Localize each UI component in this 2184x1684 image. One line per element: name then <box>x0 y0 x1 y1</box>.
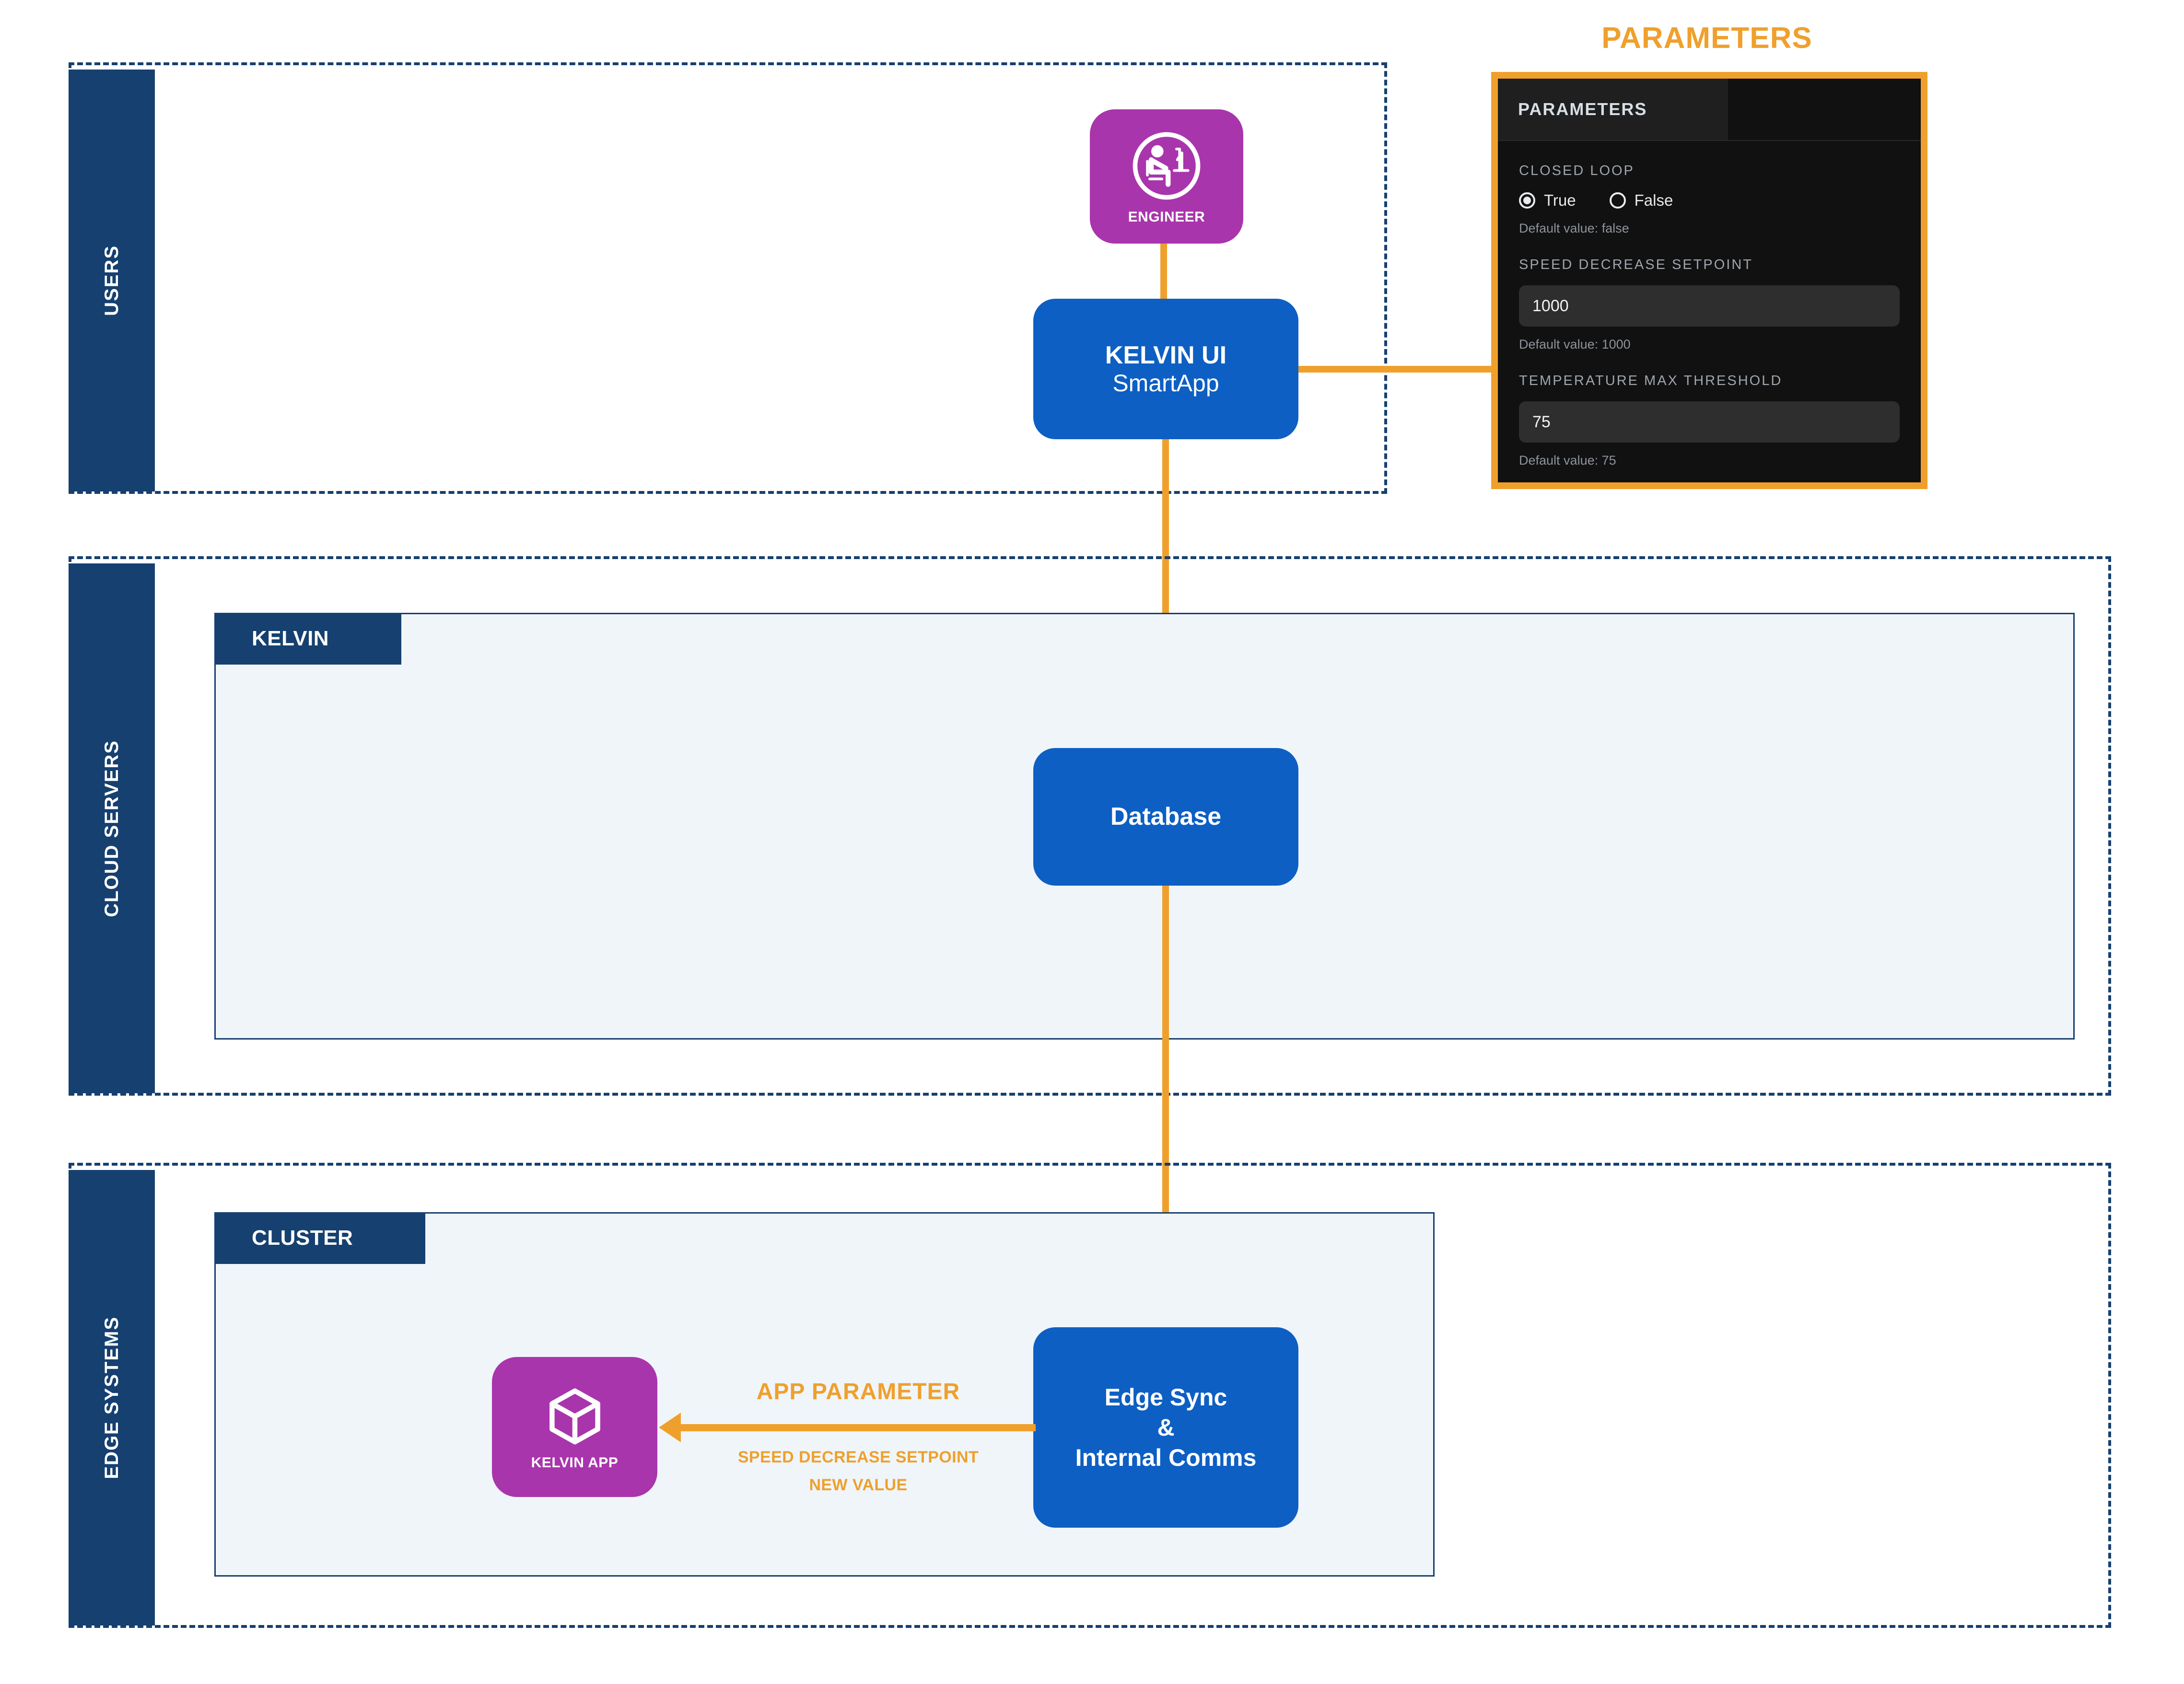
default-note-speed-decrease-setpoint: Default value: 1000 <box>1519 337 1631 351</box>
field-label-temperature-max-threshold: TEMPERATURE MAX THRESHOLD <box>1519 373 1783 388</box>
radio-group-closed-loop[interactable]: True False <box>1519 191 1900 210</box>
parameters-panel: PARAMETERS CLOSED LOOP True False Defaul… <box>1491 72 1927 489</box>
field-label-speed-decrease-setpoint: SPEED DECREASE SETPOINT <box>1519 257 1753 272</box>
input-temperature-max-threshold[interactable]: 75 <box>1519 401 1900 443</box>
panel-kelvin-tab-label: KELVIN <box>252 627 329 650</box>
flow-label-app-parameter: APP PARAMETER <box>756 1379 960 1404</box>
node-engineer-label: ENGINEER <box>1128 209 1205 225</box>
parameters-tab[interactable]: PARAMETERS <box>1498 79 1728 140</box>
node-database-title: Database <box>1110 803 1222 831</box>
node-edge-sync-line2: & <box>1157 1414 1175 1441</box>
panel-kelvin-tab: KELVIN <box>214 613 401 665</box>
node-database[interactable]: Database <box>1033 748 1298 886</box>
panel-kelvin <box>214 613 2075 1040</box>
node-engineer[interactable]: ENGINEER <box>1090 109 1243 244</box>
flow-label-app-parameter-detail-line2: NEW VALUE <box>809 1476 908 1494</box>
connector-engineer-to-kelvin-ui <box>1160 244 1167 299</box>
radio-option-false[interactable]: False <box>1609 191 1673 210</box>
panel-cluster-tab-label: CLUSTER <box>252 1226 353 1250</box>
node-edge-sync[interactable]: Edge Sync & Internal Comms <box>1033 1327 1298 1528</box>
default-note-temperature-max-threshold: Default value: 75 <box>1519 453 1616 468</box>
radio-option-true[interactable]: True <box>1519 191 1576 210</box>
radio-false-icon[interactable] <box>1609 192 1626 209</box>
lane-cloud-servers-label: CLOUD SERVERS <box>101 739 122 917</box>
parameters-tab-label: PARAMETERS <box>1518 99 1647 119</box>
panel-cluster-tab: CLUSTER <box>214 1212 425 1264</box>
node-kelvin-ui-subtitle: SmartApp <box>1112 369 1219 397</box>
cube-icon <box>549 1388 600 1445</box>
node-kelvin-app-label: KELVIN APP <box>531 1455 619 1471</box>
arrowhead-kelvin-app <box>659 1413 681 1442</box>
input-speed-decrease-setpoint[interactable]: 1000 <box>1519 285 1900 327</box>
engineer-workstation-icon <box>1133 132 1201 200</box>
field-label-closed-loop: CLOSED LOOP <box>1519 163 1635 178</box>
parameters-heading: PARAMETERS <box>1601 22 1812 55</box>
sidebar-lane-cloud-servers: CLOUD SERVERS <box>69 563 155 1093</box>
node-edge-sync-line1: Edge Sync <box>1104 1383 1227 1411</box>
radio-false-label: False <box>1634 191 1673 209</box>
flow-label-app-parameter-detail-line1: SPEED DECREASE SETPOINT <box>737 1448 979 1466</box>
radio-true-label: True <box>1544 191 1576 209</box>
lane-users-label: USERS <box>101 245 122 316</box>
default-note-closed-loop: Default value: false <box>1519 221 1629 235</box>
node-edge-sync-line3: Internal Comms <box>1075 1444 1257 1471</box>
connector-database-to-edge-sync <box>1162 886 1169 1317</box>
connector-kelvin-ui-to-parameters <box>1298 366 1491 373</box>
parameters-divider <box>1498 140 1921 141</box>
lane-edge-systems-label: EDGE SYSTEMS <box>101 1316 122 1479</box>
radio-true-icon[interactable] <box>1519 192 1535 209</box>
node-kelvin-app[interactable]: KELVIN APP <box>492 1357 657 1497</box>
connector-edge-sync-to-kelvin-app <box>681 1424 1036 1431</box>
node-kelvin-ui-title: KELVIN UI <box>1105 341 1227 370</box>
node-kelvin-ui[interactable]: KELVIN UI SmartApp <box>1033 299 1298 439</box>
sidebar-lane-edge-systems: EDGE SYSTEMS <box>69 1170 155 1626</box>
sidebar-lane-users: USERS <box>69 70 155 491</box>
